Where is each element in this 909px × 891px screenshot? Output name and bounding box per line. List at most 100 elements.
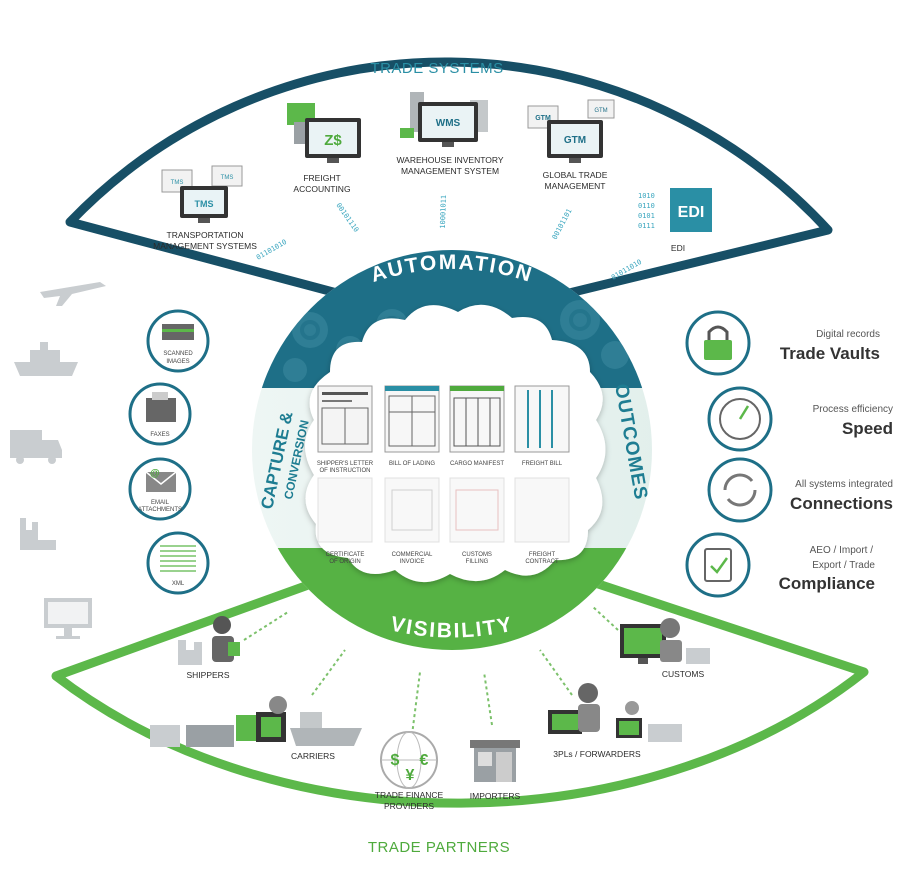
clipboard-icon (704, 548, 732, 582)
forwarders-icon (548, 683, 682, 742)
edi-badge-icon (670, 188, 712, 232)
svg-text:GTM: GTM (535, 115, 551, 122)
doc-freight-contract (514, 477, 570, 543)
finance-label-1: TRADE FINANCE (375, 790, 444, 800)
outcome-speed (707, 386, 773, 452)
factory-icon (20, 518, 56, 550)
doc-contract-label-1: FREIGHT (529, 552, 556, 558)
doc-bill-of-lading-label: BILL OF LADING (389, 461, 435, 467)
svg-text:0101: 0101 (638, 212, 655, 220)
gtm-system: GTM GTM GTM (527, 99, 615, 163)
doc-contract-label-2: CONTRACT (525, 559, 559, 565)
ship-icon (14, 342, 78, 376)
finance-label-2: PROVIDERS (384, 801, 434, 811)
svg-text:10001011: 10001011 (439, 195, 448, 229)
speedometer-icon (719, 398, 761, 440)
wms-system: WMS (400, 92, 488, 147)
outcome-connections (707, 457, 773, 523)
freight-label-2: ACCOUNTING (293, 184, 350, 194)
svg-text:FAXES: FAXES (150, 432, 169, 438)
connections-caption: All systems integrated (795, 479, 893, 490)
svg-text:XML: XML (172, 581, 185, 587)
doc-commercial-invoice (384, 477, 440, 543)
vaults-title: Trade Vaults (780, 344, 880, 363)
doc-invoice-label-1: COMMERCIAL (392, 552, 433, 558)
shippers-icon (178, 616, 240, 665)
svg-text:SCANNED: SCANNED (163, 351, 193, 357)
doc-customs-filling (449, 477, 505, 543)
fax-icon (146, 398, 176, 422)
svg-text:TMS: TMS (221, 175, 234, 181)
partner-arrows (243, 605, 619, 736)
svg-text:GTM: GTM (594, 108, 607, 114)
svg-text:@: @ (150, 468, 160, 479)
compliance-caption-1: AEO / Import / (810, 545, 874, 556)
doc-certificate-label-1: CERTIFICATE (326, 552, 365, 558)
doc-freight-bill-label: FREIGHT BILL (522, 461, 563, 467)
lock-icon (704, 340, 732, 360)
freight-accounting-system: Z$ (287, 103, 361, 163)
svg-text:EMAIL: EMAIL (151, 500, 170, 506)
doc-cargo-manifest (449, 385, 505, 453)
outcomes-list: Digital records Trade Vaults Process eff… (685, 310, 893, 598)
capture-inputs: SCANNED IMAGES FAXES @ EMAIL ATTACHMENTS… (128, 309, 210, 595)
svg-text:ATTACHMENTS: ATTACHMENTS (138, 507, 182, 513)
truck-icon (10, 430, 62, 458)
gtm-label-2: MANAGEMENT (545, 181, 606, 191)
svg-text:Z$: Z$ (324, 132, 342, 149)
documents-grid: SHIPPER'S LETTER OF INSTRUCTION BILL OF … (317, 385, 570, 565)
speed-title: Speed (842, 419, 893, 438)
svg-text:GTM: GTM (564, 135, 586, 146)
svg-text:¥: ¥ (406, 767, 415, 784)
scanned-images-input: SCANNED IMAGES (146, 309, 210, 373)
wms-label-2: MANAGEMENT SYSTEM (401, 166, 499, 176)
trade-systems-title: TRADE SYSTEMS (370, 60, 503, 77)
doc-customs-label-2: FILLING (466, 559, 489, 565)
email-icon (146, 472, 176, 492)
gtm-label-1: GLOBAL TRADE (543, 170, 608, 180)
importers-label: IMPORTERS (470, 791, 521, 801)
edi-label: EDI (671, 243, 685, 253)
compliance-caption-2: Export / Trade (812, 560, 875, 571)
sync-icon (723, 473, 754, 491)
edi-system: 1010 0110 0101 0111 EDI (638, 188, 712, 232)
doc-certificate-label-2: OF ORIGIN (329, 559, 360, 565)
svg-text:WMS: WMS (436, 118, 461, 129)
doc-shippers-letter-label-2: OF INSTRUCTION (320, 468, 371, 474)
customs-icon (620, 618, 710, 664)
svg-text:1010: 1010 (638, 192, 655, 200)
trade-finance-icon: $ ¥ € (380, 731, 438, 789)
trade-partners-title: TRADE PARTNERS (368, 839, 510, 856)
svg-text:€: € (420, 752, 429, 769)
airplane-icon (40, 282, 106, 306)
doc-shippers-letter (317, 385, 373, 453)
faxes-input: FAXES (128, 382, 192, 446)
doc-shippers-letter-label-1: SHIPPER'S LETTER (317, 461, 374, 467)
carriers-icon (150, 696, 362, 747)
doc-bill-of-lading (384, 385, 440, 453)
svg-text:IMAGES: IMAGES (166, 359, 189, 365)
tms-system: TMS TMS TMS (161, 165, 243, 223)
svg-text:0111: 0111 (638, 222, 655, 230)
xml-icon (160, 545, 196, 572)
svg-text:TMS: TMS (171, 180, 184, 186)
connections-title: Connections (790, 494, 893, 513)
tms-label-1: TRANSPORTATION (167, 230, 244, 240)
svg-text:EDI: EDI (678, 204, 705, 221)
doc-cargo-manifest-label: CARGO MANIFEST (450, 461, 504, 467)
svg-text:TMS: TMS (195, 199, 214, 209)
tms-label-2: MANAGEMENT SYSTEMS (153, 241, 257, 251)
doc-invoice-label-2: INVOICE (400, 559, 425, 565)
svg-text:0110: 0110 (638, 202, 655, 210)
importers-icon (470, 740, 520, 782)
customs-label: CUSTOMS (662, 669, 705, 679)
vaults-caption: Digital records (816, 329, 880, 340)
speed-caption: Process efficiency (813, 404, 893, 415)
wms-label-1: WAREHOUSE INVENTORY (396, 155, 503, 165)
trade-systems-fan (65, 57, 833, 310)
transport-silhouettes (10, 282, 106, 639)
doc-customs-label-1: CUSTOMS (462, 552, 492, 558)
svg-text:$: $ (391, 752, 400, 769)
carriers-label: CARRIERS (291, 751, 335, 761)
doc-certificate-of-origin (317, 477, 373, 543)
